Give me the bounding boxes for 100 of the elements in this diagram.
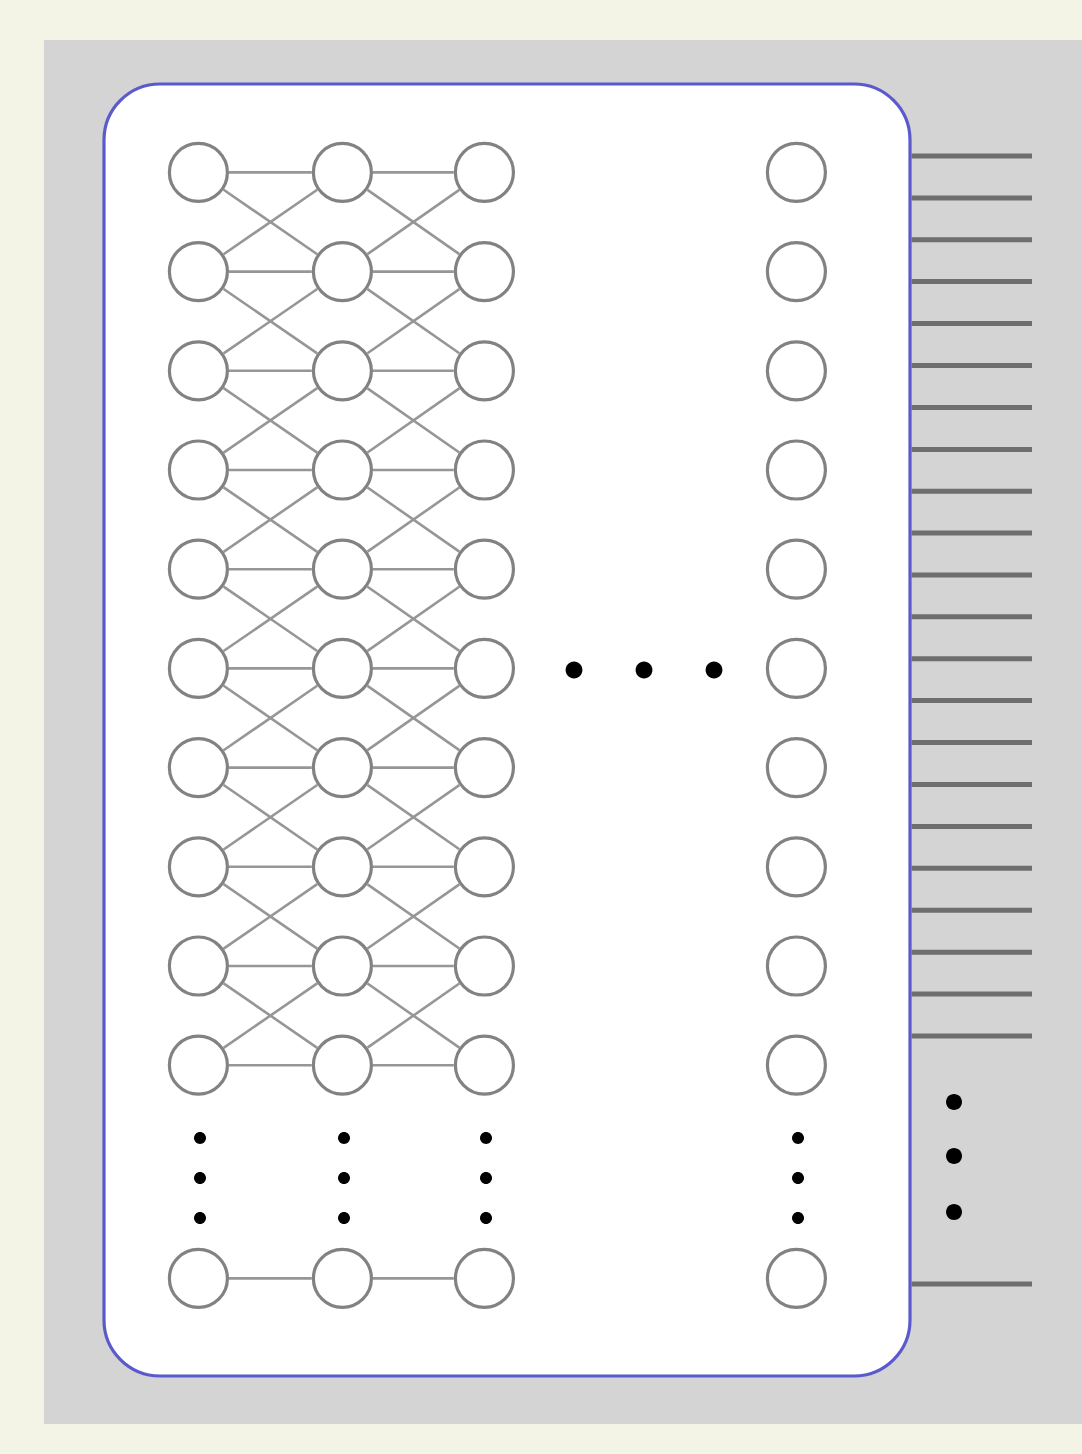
circle-node <box>453 935 515 997</box>
connector-line <box>373 567 454 571</box>
circle-node <box>311 1034 373 1096</box>
pin-line <box>911 530 1032 536</box>
circle-node <box>765 1247 827 1309</box>
connector-line <box>373 964 454 968</box>
connector-line <box>366 982 461 1049</box>
connector-line <box>229 567 312 571</box>
circle-node <box>167 637 229 699</box>
circle-node <box>311 241 373 303</box>
circle-node <box>167 141 229 203</box>
circle-node <box>311 141 373 203</box>
connector-line <box>222 387 318 454</box>
connector-line <box>222 783 318 851</box>
circle-node <box>167 241 229 303</box>
connector-line <box>373 468 454 472</box>
connector-line <box>366 684 461 752</box>
circle-node <box>765 141 827 203</box>
connector-line <box>366 585 461 652</box>
connector-line <box>373 270 454 273</box>
circle-node <box>311 439 373 501</box>
circle-node <box>453 1034 515 1096</box>
circle-node <box>167 340 229 402</box>
pin-line <box>911 907 1032 913</box>
circle-node <box>453 1247 515 1309</box>
circle-node <box>765 737 827 799</box>
connector-line <box>373 369 454 373</box>
circle-node <box>765 241 827 303</box>
circle-node <box>167 737 229 799</box>
circle-node <box>167 935 229 997</box>
circle-node <box>453 836 515 898</box>
connector-line <box>229 1063 312 1067</box>
pin-line <box>911 1033 1032 1039</box>
connector-line <box>222 188 318 256</box>
connector-line <box>229 369 312 373</box>
connector-line <box>373 171 454 174</box>
pin-line <box>911 614 1032 620</box>
circle-node <box>765 340 827 402</box>
circle-node <box>453 141 515 203</box>
connector-line <box>229 667 312 670</box>
connector-line <box>366 188 461 256</box>
connector-line <box>229 468 312 472</box>
connector-line <box>366 288 461 355</box>
circle-node <box>453 737 515 799</box>
pin-line <box>911 572 1032 578</box>
circle-node <box>453 439 515 501</box>
pin-line <box>911 949 1032 955</box>
circle-node <box>765 1034 827 1096</box>
circle-node <box>765 836 827 898</box>
pin-line <box>911 279 1032 285</box>
connector-line <box>222 287 318 355</box>
circle-node <box>167 538 229 600</box>
connector-line <box>222 982 318 1049</box>
connector-line <box>366 784 461 851</box>
circle-node <box>453 241 515 303</box>
connector-line <box>373 1277 454 1280</box>
pin-line <box>911 237 1032 243</box>
pin-line <box>911 195 1032 201</box>
circle-node <box>765 439 827 501</box>
circle-node <box>311 935 373 997</box>
connector-line <box>366 486 461 553</box>
connector-line <box>222 684 318 752</box>
pin-line <box>911 991 1032 997</box>
pin-line <box>911 823 1032 829</box>
connector-line <box>222 585 318 653</box>
connector-line <box>229 171 312 174</box>
circle-node <box>311 340 373 402</box>
circle-node <box>167 439 229 501</box>
connector-line <box>373 766 454 769</box>
circle-node <box>311 538 373 600</box>
connector-line <box>229 964 312 968</box>
pin-line <box>911 321 1032 327</box>
circle-node <box>765 538 827 600</box>
pin-line <box>911 446 1032 452</box>
connector-line <box>373 667 454 670</box>
pin-line <box>911 404 1032 410</box>
connector-line <box>222 486 318 553</box>
pin-line <box>911 488 1032 494</box>
pin-line <box>911 698 1032 704</box>
connector-line <box>373 1063 454 1067</box>
pin-line <box>911 656 1032 662</box>
connector-line <box>229 1277 312 1280</box>
pin-line <box>911 781 1032 787</box>
connector-line <box>229 270 312 273</box>
circle-node <box>311 737 373 799</box>
circle-node <box>167 836 229 898</box>
circle-node <box>453 538 515 600</box>
pin-line <box>911 865 1032 871</box>
circle-node <box>765 935 827 997</box>
circle-node <box>311 836 373 898</box>
circle-node <box>167 1034 229 1096</box>
connector-line <box>222 883 318 950</box>
connector-line <box>366 883 461 950</box>
pin-line <box>911 1281 1032 1287</box>
circle-node <box>765 637 827 699</box>
pin-line <box>911 740 1032 746</box>
circle-node <box>311 1247 373 1309</box>
circle-node <box>311 637 373 699</box>
pin-line <box>911 363 1032 369</box>
connector-line <box>373 865 454 869</box>
